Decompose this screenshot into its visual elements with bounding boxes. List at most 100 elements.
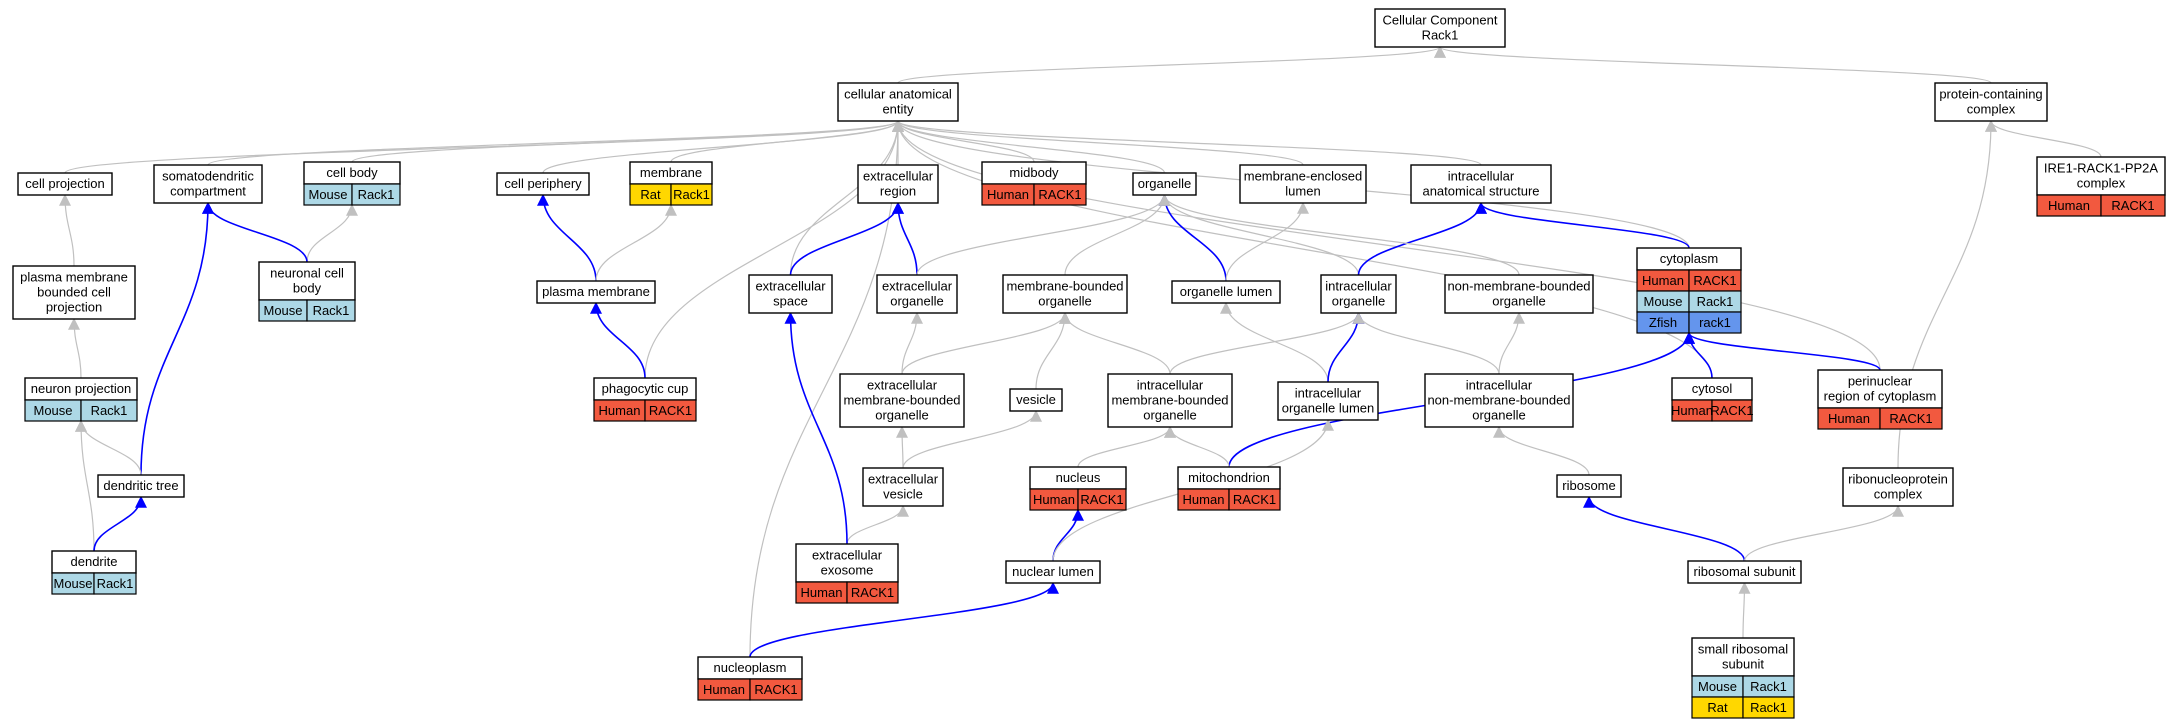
node-label-line: nucleus [1056, 470, 1101, 485]
species-label: Human [1671, 403, 1713, 418]
node-cellproj[interactable]: cell projection [17, 172, 113, 196]
node-ribsub[interactable]: ribosomal subunit [1687, 560, 1802, 584]
gene-label: Rack1 [1750, 700, 1787, 715]
edge-icmbo-to-mbo [1059, 311, 1171, 375]
node-ribosome[interactable]: ribosome [1556, 474, 1622, 498]
node-plasmamem[interactable]: plasma membrane [536, 280, 656, 304]
node-box [1132, 172, 1197, 196]
edge-nmbo-to-organelle [1158, 193, 1520, 276]
edge-ecvesicle-to-vesicle [902, 409, 1042, 469]
node-label-line: extracellular [755, 279, 826, 294]
node-nuclumen[interactable]: nuclear lumen [1005, 560, 1101, 584]
gene-cell [1033, 183, 1087, 206]
gene-label: Rack1 [673, 187, 710, 202]
edge-icnmbo-to-icorg [1352, 311, 1500, 375]
gene-label: RACK1 [1233, 492, 1276, 507]
node-label-line: non-membrane-bounded [1447, 279, 1590, 294]
gene-cell [1228, 488, 1281, 511]
node-label-line: membrane-bounded [843, 393, 960, 408]
species-label: Mouse [263, 303, 302, 318]
edge-dendtree-to-somato [140, 201, 214, 476]
node-organelle[interactable]: organelle [1132, 172, 1197, 196]
node-dendtree[interactable]: dendritic tree [97, 474, 185, 498]
node-label-line: dendritic tree [103, 478, 178, 493]
gene-cell [1742, 696, 1795, 719]
node-label-line: organelle lumen [1282, 401, 1375, 416]
edge-cae-to-root [897, 45, 1446, 84]
node-label-line: nucleoplasm [714, 660, 787, 675]
node-label-line: IRE1-RACK1-PP2A [2044, 161, 2158, 176]
gene-cell [2100, 194, 2166, 217]
node-cellper[interactable]: cell periphery [496, 172, 590, 196]
edge-ecorg-to-organelle [916, 193, 1171, 276]
edge-ecorg-to-ecregion [892, 201, 918, 276]
node-label-line: cell periphery [504, 176, 582, 191]
node-label-line: ribonucleoprotein [1848, 472, 1948, 487]
gene-label: RACK1 [649, 403, 692, 418]
node-box [1691, 637, 1795, 677]
edge-icorg-to-organelle [1158, 193, 1360, 276]
gene-cell [846, 581, 899, 604]
node-label-line: organelle [1143, 408, 1197, 423]
edge-vesicle-to-mbo [1035, 311, 1071, 390]
gene-label: Rack1 [1750, 679, 1787, 694]
edge-smallrib-to-ribsub [1738, 581, 1751, 639]
species-label: Human [599, 403, 641, 418]
node-box [1424, 373, 1574, 428]
edge-icnmbo-to-nmbo [1498, 311, 1525, 375]
species-label: Human [801, 585, 843, 600]
node-label-line: lumen [1285, 184, 1320, 199]
node-box [1687, 560, 1802, 584]
edge-mbo-to-organelle [1064, 193, 1171, 276]
node-box [839, 373, 965, 428]
node-label-line: nuclear lumen [1012, 564, 1094, 579]
node-box [1320, 274, 1397, 314]
node-icnmbo[interactable]: intracellularnon-membrane-boundedorganel… [1424, 373, 1574, 428]
node-orglumen[interactable]: organelle lumen [1171, 280, 1281, 304]
gene-cell [1688, 311, 1742, 334]
edge-nuclumen-to-nucleus [1052, 508, 1084, 562]
node-label-line: somatodendritic [162, 169, 254, 184]
node-label-line: organelle [1138, 176, 1192, 191]
edge-neuronalcb-to-cellbody [306, 203, 358, 263]
node-label-line: small ribosomal [1698, 642, 1788, 657]
edge-ecmbo-to-mbo [901, 311, 1071, 375]
node-vesicle[interactable]: vesicle [1009, 388, 1063, 412]
edge-memenclumen-to-cae [892, 119, 1304, 166]
